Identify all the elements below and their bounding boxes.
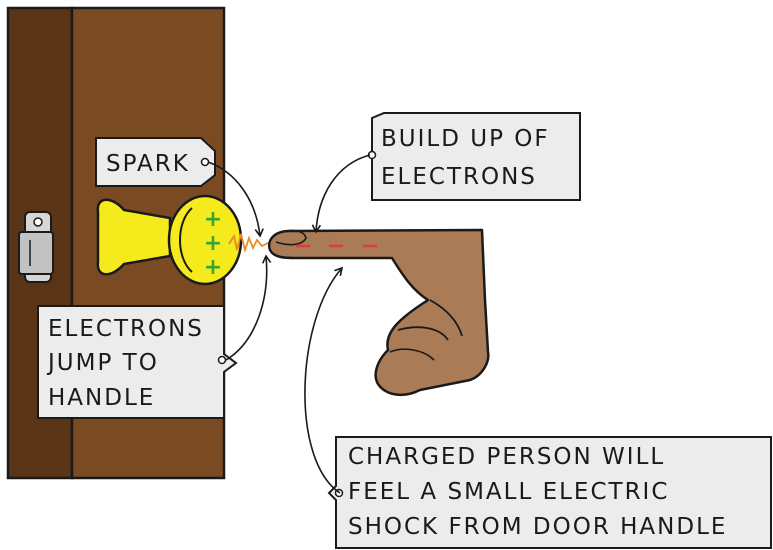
spark <box>228 233 277 254</box>
label-charged-person-text: FEEL A SMALL ELECTRIC <box>348 479 669 505</box>
plus-charge: + <box>204 207 222 232</box>
lock-plate-icon <box>18 211 54 283</box>
arrow-icon <box>304 266 344 494</box>
label-charged-person-text: SHOCK FROM DOOR HANDLE <box>348 514 727 540</box>
tag-hole <box>217 355 227 365</box>
hand <box>268 228 490 397</box>
label-electrons-jump-text: JUMP TO <box>46 350 159 376</box>
label-electrons-jump-text: ELECTRONS <box>48 316 204 342</box>
label-build-up-text: BUILD UP OF <box>381 126 550 152</box>
arrow-icon <box>207 161 264 238</box>
label-spark: SPARK <box>95 137 216 187</box>
positive-charges: +++ <box>204 207 222 280</box>
label-build-up: BUILD UP OF ELECTRONS <box>367 112 581 201</box>
tag-hole <box>200 157 210 167</box>
label-charged-person-text: CHARGED PERSON WILL <box>348 444 665 470</box>
label-electrons-jump-text: HANDLE <box>48 385 155 411</box>
plus-charge: + <box>204 231 222 256</box>
pointer-arrows <box>207 154 371 494</box>
label-electrons-jump: ELECTRONS JUMP TO HANDLE <box>37 305 238 419</box>
door-handle <box>96 194 243 286</box>
label-spark-text: SPARK <box>106 151 190 177</box>
arrow-icon <box>225 254 272 361</box>
label-build-up-text: ELECTRONS <box>381 164 537 190</box>
label-charged-person: CHARGED PERSON WILL FEEL A SMALL ELECTRI… <box>327 436 772 549</box>
arrow-icon <box>311 154 371 234</box>
plus-charge: + <box>204 255 222 280</box>
